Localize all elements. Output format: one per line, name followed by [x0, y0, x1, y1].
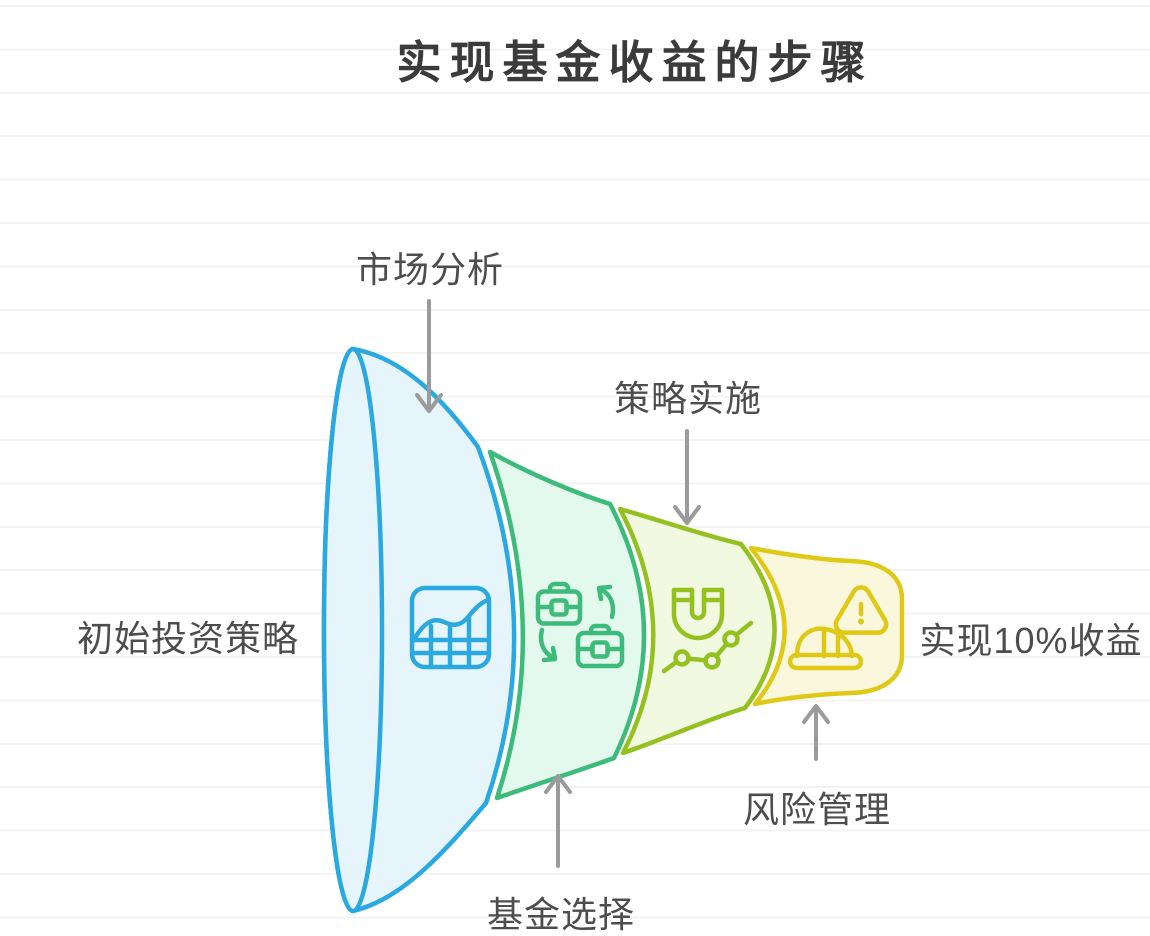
stage-label-strategy-implementation: 策略实施: [613, 378, 763, 419]
stage-label-market-analysis: 市场分析: [355, 249, 505, 290]
arrow-up-risk-management: [802, 704, 830, 761]
warning-helmet-icon: [787, 585, 889, 671]
diagram-title: 实现基金收益的步骤: [396, 37, 874, 88]
stage-label-risk-management: 风险管理: [742, 789, 892, 830]
funnel-end-label: 实现10%收益: [919, 620, 1143, 661]
arrow-down-strategy-implementation: [673, 429, 701, 525]
funnel-start-label: 初始投资策略: [76, 618, 300, 659]
stage-label-fund-selection: 基金选择: [486, 894, 636, 935]
magnet-chart-icon: [661, 587, 754, 674]
funnel-segment-strategy-implementation: [617, 506, 777, 756]
arrow-up-fund-selection: [544, 774, 572, 868]
briefcase-exchange-icon: [535, 581, 625, 669]
arrow-down-market-analysis: [415, 299, 443, 413]
line-chart-icon: [409, 585, 492, 670]
funnel-mouth-ellipse: [321, 346, 385, 914]
